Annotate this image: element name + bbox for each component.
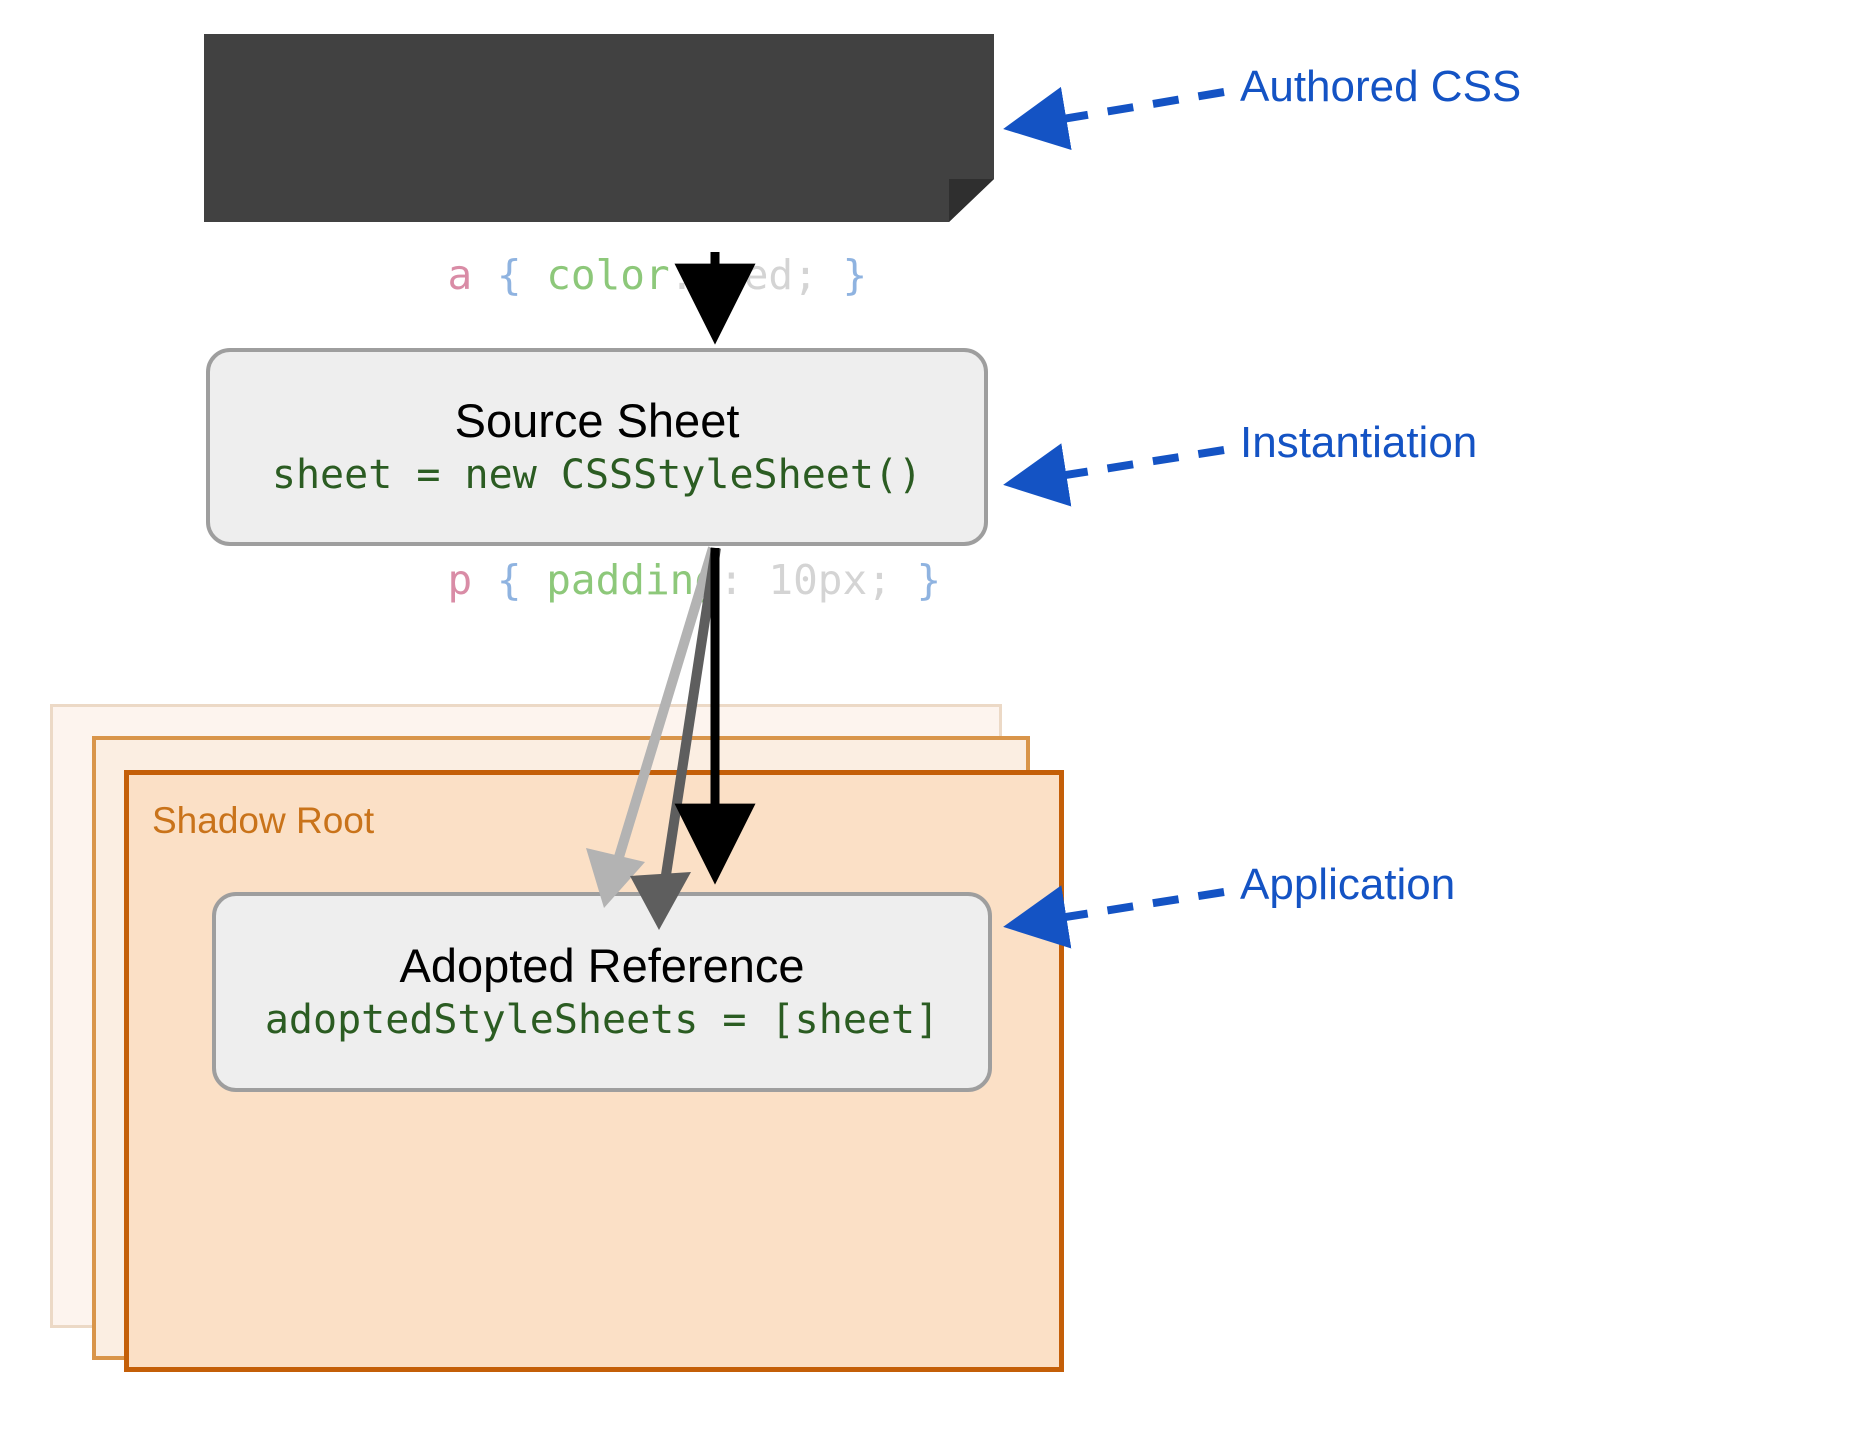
code-sheet-shape-icon <box>204 34 994 222</box>
annotation-label-authored-css: Authored CSS <box>1240 62 1522 111</box>
annotation-label-instantiation: Instantiation <box>1240 418 1478 467</box>
code-close-brace: } <box>891 556 942 604</box>
shadow-root-label: Shadow Root <box>152 800 375 841</box>
code-open-brace: { <box>472 251 547 299</box>
node-source-sheet-code: sheet = new CSSStyleSheet() <box>271 452 923 499</box>
node-adopted-reference-code: adoptedStyleSheets = [sheet] <box>264 997 940 1044</box>
code-selector: p <box>447 556 473 604</box>
annotation-label-application: Application <box>1240 860 1456 909</box>
code-line-1: a { color: red; } <box>250 184 941 367</box>
code-value: red; <box>719 251 818 299</box>
code-close-brace: } <box>817 251 868 299</box>
code-value: 10px; <box>768 556 892 604</box>
node-adopted-reference-title: Adopted Reference <box>399 938 805 992</box>
node-adopted-reference: Adopted Reference adoptedStyleSheets = [… <box>212 892 992 1092</box>
code-selector: a <box>447 251 473 299</box>
code-property: color <box>546 251 670 299</box>
code-colon: : <box>719 556 769 604</box>
annotation-leader-authored-css <box>1003 86 1225 150</box>
node-source-sheet: Source Sheet sheet = new CSSStyleSheet() <box>206 348 988 546</box>
code-open-brace: { <box>472 556 547 604</box>
authored-css-code-block: a { color: red; } p { padding: 10px; } <box>204 34 994 604</box>
code-colon: : <box>669 251 720 299</box>
node-source-sheet-title: Source Sheet <box>454 393 740 447</box>
annotation-leader-instantiation <box>1003 443 1225 507</box>
code-property: padding <box>546 556 720 604</box>
